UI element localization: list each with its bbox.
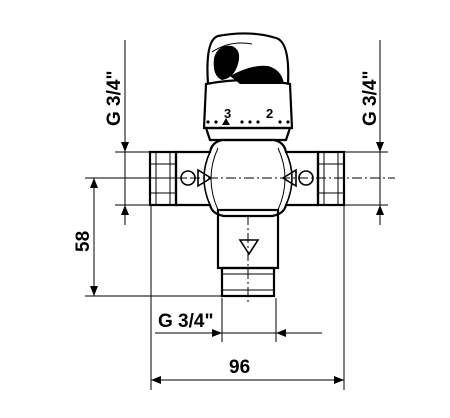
temperature-knob: 3 2	[202, 32, 294, 130]
width-dimension: 96	[150, 205, 345, 390]
width-label: 96	[229, 357, 250, 378]
left-thread-label: G 3/4"	[104, 71, 125, 126]
knob-scale-mark-2: 2	[266, 106, 273, 121]
outlet-pipe	[216, 208, 280, 298]
knob-grip-icon	[213, 45, 240, 80]
outlet-flow-triangle-icon	[238, 239, 260, 256]
outlet-thread-label: G 3/4"	[158, 311, 213, 332]
left-thread-dimension: G 3/4"	[104, 40, 150, 225]
right-port-circle-icon	[298, 170, 314, 186]
right-thread-label: G 3/4"	[360, 71, 381, 126]
outlet-thread-dimension: G 3/4"	[155, 298, 322, 342]
right-thread-dimension: G 3/4"	[345, 40, 388, 225]
knob-scale-mark-3: 3	[224, 106, 231, 121]
height-label: 58	[73, 231, 94, 252]
valve-neck	[204, 126, 292, 142]
left-port-triangle-icon	[197, 168, 213, 188]
left-port-symbol	[180, 168, 213, 188]
right-port-triangle-icon	[281, 168, 297, 188]
right-port-symbol	[281, 168, 314, 188]
left-port-circle-icon	[180, 170, 196, 186]
